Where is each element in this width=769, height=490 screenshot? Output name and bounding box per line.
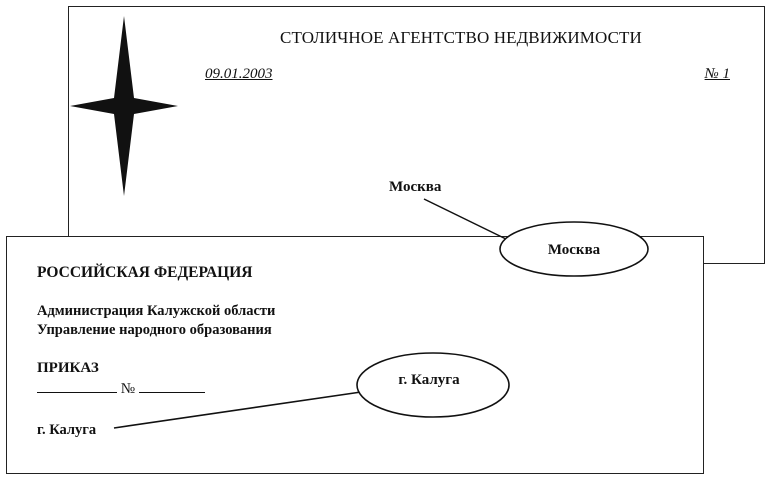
document-city-kaluga: г. Калуга: [37, 422, 97, 438]
moscow-agency-document: СТОЛИЧНОЕ АГЕНТСТВО НЕДВИЖИМОСТИ 09.01.2…: [68, 6, 765, 264]
date-blank: [37, 378, 117, 393]
four-point-star-icon: [70, 16, 178, 196]
department-name: Управление народного образования: [37, 322, 272, 338]
federation-title: РОССИЙСКАЯ ФЕДЕРАЦИЯ: [37, 264, 253, 281]
document-date: 09.01.2003: [205, 66, 273, 82]
document-number: № 1: [704, 66, 730, 82]
administration-name: Администрация Калужской области: [37, 303, 276, 319]
kaluga-order-document: РОССИЙСКАЯ ФЕДЕРАЦИЯ Администрация Калуж…: [6, 236, 704, 474]
agency-name: СТОЛИЧНОЕ АГЕНТСТВО НЕДВИЖИМОСТИ: [280, 28, 642, 47]
number-blank: [138, 378, 205, 393]
order-title: ПРИКАЗ: [37, 360, 99, 376]
document-city-moscow: Москва: [389, 179, 442, 195]
number-sign: №: [120, 381, 136, 397]
order-number-line: №: [37, 378, 205, 398]
